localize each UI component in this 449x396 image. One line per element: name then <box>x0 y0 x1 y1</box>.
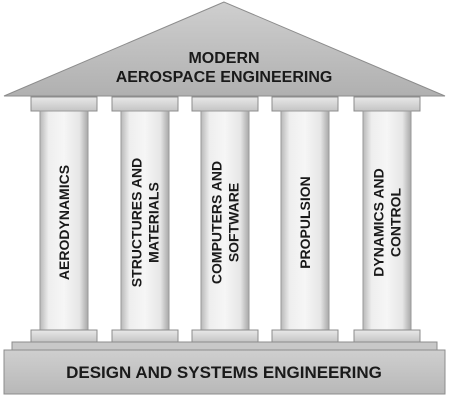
pillar-capital <box>353 96 421 112</box>
roof-pediment <box>3 1 446 97</box>
pillar-label: AERODYNAMICS <box>56 165 72 280</box>
base-step-top <box>11 341 438 351</box>
pillar-shaft <box>362 110 412 331</box>
pillar-shaft <box>120 110 170 331</box>
pillar-label: COMPUTERS AND <box>209 161 225 284</box>
roof-title-line1: MODERN <box>188 50 259 67</box>
pillar-foot <box>353 329 421 343</box>
pillar-shaft <box>39 110 89 331</box>
pillar-label: SOFTWARE <box>226 183 242 262</box>
pillar-capital <box>191 96 259 112</box>
pillar-foot <box>111 329 179 343</box>
pillar: AERODYNAMICS <box>30 96 98 343</box>
pillar-capital <box>30 96 98 112</box>
pillar-label: CONTROL <box>388 187 404 257</box>
pillar-label: PROPULSION <box>297 176 313 269</box>
pillar-foot <box>30 329 98 343</box>
pillar-capital <box>111 96 179 112</box>
pillar-shaft <box>280 110 330 331</box>
pillar-label: STRUCTURES AND <box>129 158 145 287</box>
roof-title-line2: AEROSPACE ENGINEERING <box>116 69 333 86</box>
base-label: DESIGN AND SYSTEMS ENGINEERING <box>66 363 382 382</box>
pillar-label: MATERIALS <box>146 182 162 263</box>
pillar-shaft <box>200 110 250 331</box>
pillar-foot <box>271 329 339 343</box>
pillar: PROPULSION <box>271 96 339 343</box>
base-platform <box>3 349 446 395</box>
pillar-label: DYNAMICS AND <box>371 168 387 276</box>
pillar-foot <box>191 329 259 343</box>
pillar-capital <box>271 96 339 112</box>
